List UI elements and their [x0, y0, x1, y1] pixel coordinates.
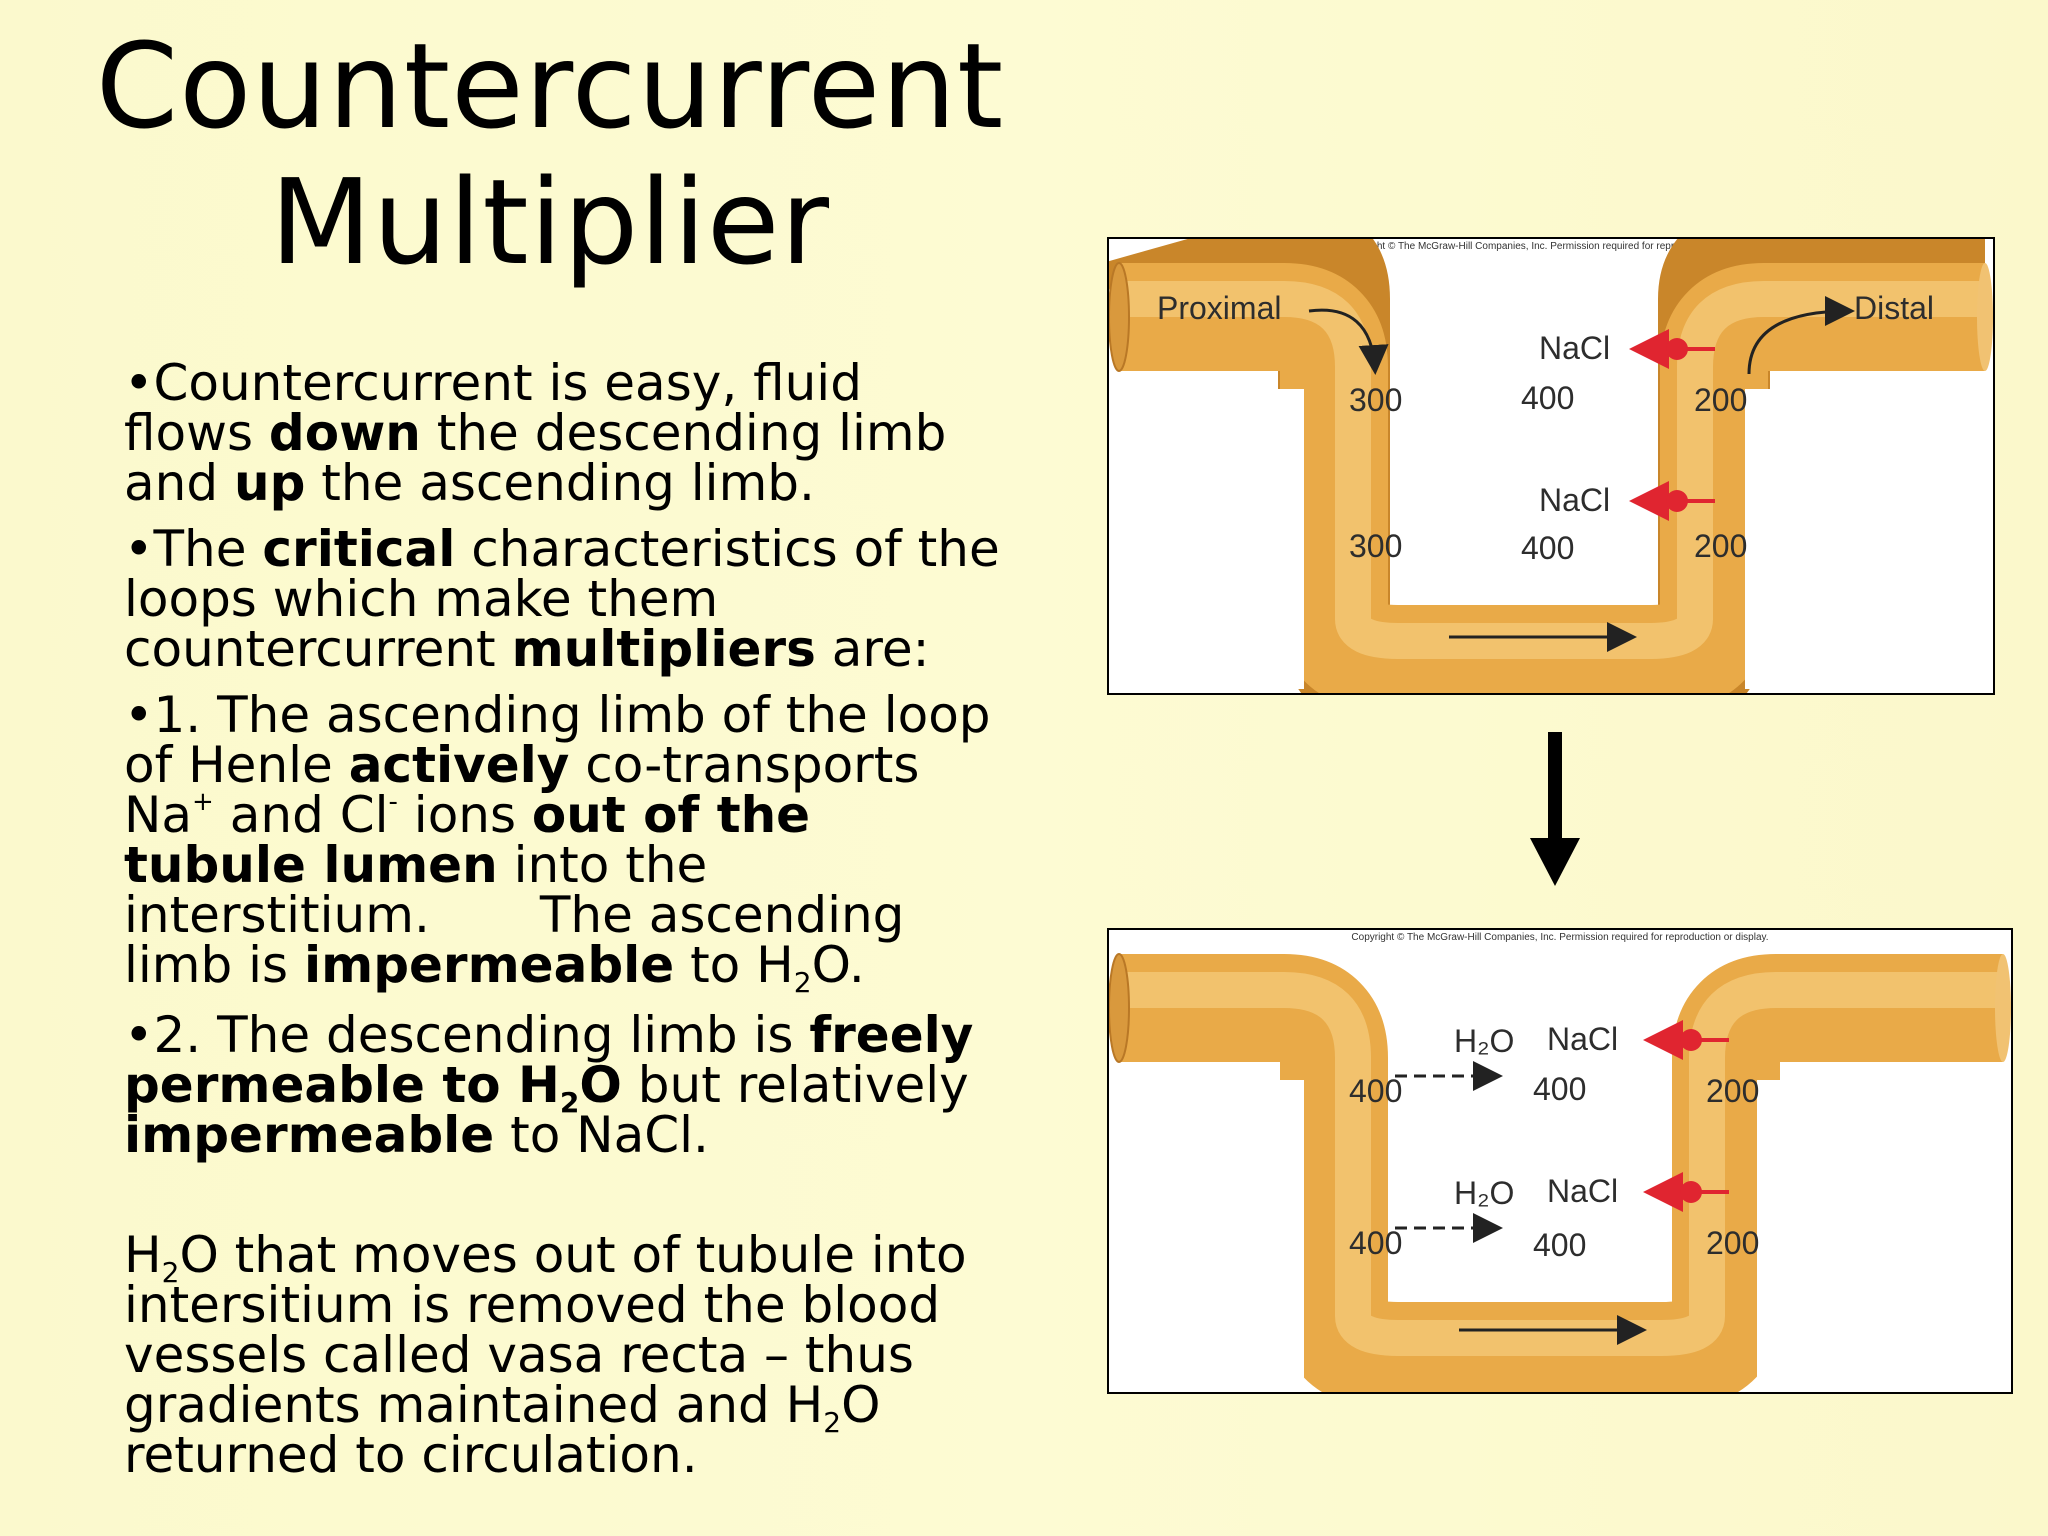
loop-diagram-after: Copyright © The McGraw-Hill Companies, I…: [1107, 928, 2013, 1394]
ascending-osmolarity-lower: 200: [1706, 1225, 1759, 1261]
copyright-notice: Copyright © The McGraw-Hill Companies, I…: [1351, 932, 1769, 943]
flow-arrow-icon: [1747, 296, 1855, 375]
interstitial-osmolarity-upper: 400: [1521, 380, 1574, 416]
descending-osmolarity-lower: 300: [1349, 528, 1402, 564]
descending-osmolarity-upper: 300: [1349, 382, 1402, 418]
down-arrow-icon: [1530, 732, 1580, 886]
loop-diagram-before: Copyright © The McGraw-Hill Companies, I…: [1107, 237, 1995, 695]
loop-of-henle-svg: H₂O H₂O NaCl NaCl 400 400 400 400 200 20…: [1109, 953, 2011, 1392]
pump-icon: [1643, 1020, 1729, 1060]
pump-icon: [1629, 329, 1715, 369]
descending-osmolarity-lower: 400: [1349, 1225, 1402, 1261]
title-line-2: Multiplier: [269, 153, 830, 291]
ascending-osmolarity-upper: 200: [1694, 382, 1747, 418]
distal-label: Distal: [1854, 290, 1934, 326]
nacl-label-lower: NaCl: [1547, 1173, 1618, 1209]
pump-icon: [1643, 1172, 1729, 1212]
nacl-label-lower: NaCl: [1539, 482, 1610, 518]
interstitial-osmolarity-upper: 400: [1533, 1071, 1586, 1107]
copyright-notice: Copyright © The McGraw-Hill Companies, I…: [1342, 241, 1760, 252]
interstitial-osmolarity-lower: 400: [1521, 530, 1574, 566]
nacl-label-upper: NaCl: [1539, 330, 1610, 366]
bullet-critical: •The critical characteristics of the loo…: [124, 520, 1000, 678]
flow-arrow-icon: [1308, 308, 1389, 375]
bullet-descending-limb: •2. The descending limb is freely permea…: [124, 1006, 974, 1164]
vasa-recta-note: H2O that moves out of tubule into inters…: [124, 1226, 967, 1484]
nacl-label-upper: NaCl: [1547, 1021, 1618, 1057]
bullet-ascending-limb: •1. The ascending limb of the loop of He…: [124, 686, 991, 999]
h2o-label-upper: H₂O: [1454, 1023, 1514, 1059]
ascending-osmolarity-upper: 200: [1706, 1073, 1759, 1109]
ascending-osmolarity-lower: 200: [1694, 528, 1747, 564]
interstitial-osmolarity-lower: 400: [1533, 1227, 1586, 1263]
slide-title: Countercurrent Multiplier: [40, 18, 1060, 290]
pump-icon: [1629, 481, 1715, 521]
bullet-countercurrent: •Countercurrent is easy, fluid flows dow…: [124, 354, 947, 512]
title-line-1: Countercurrent: [95, 17, 1005, 155]
proximal-label: Proximal: [1157, 290, 1281, 326]
loop-of-henle-svg: Proximal Distal NaCl NaCl 300 300 400 40…: [1109, 239, 1993, 693]
h2o-label-lower: H₂O: [1454, 1175, 1514, 1211]
bullet-text: •Countercurrent is easy, fluid flows dow…: [124, 358, 1004, 1496]
descending-osmolarity-upper: 400: [1349, 1073, 1402, 1109]
